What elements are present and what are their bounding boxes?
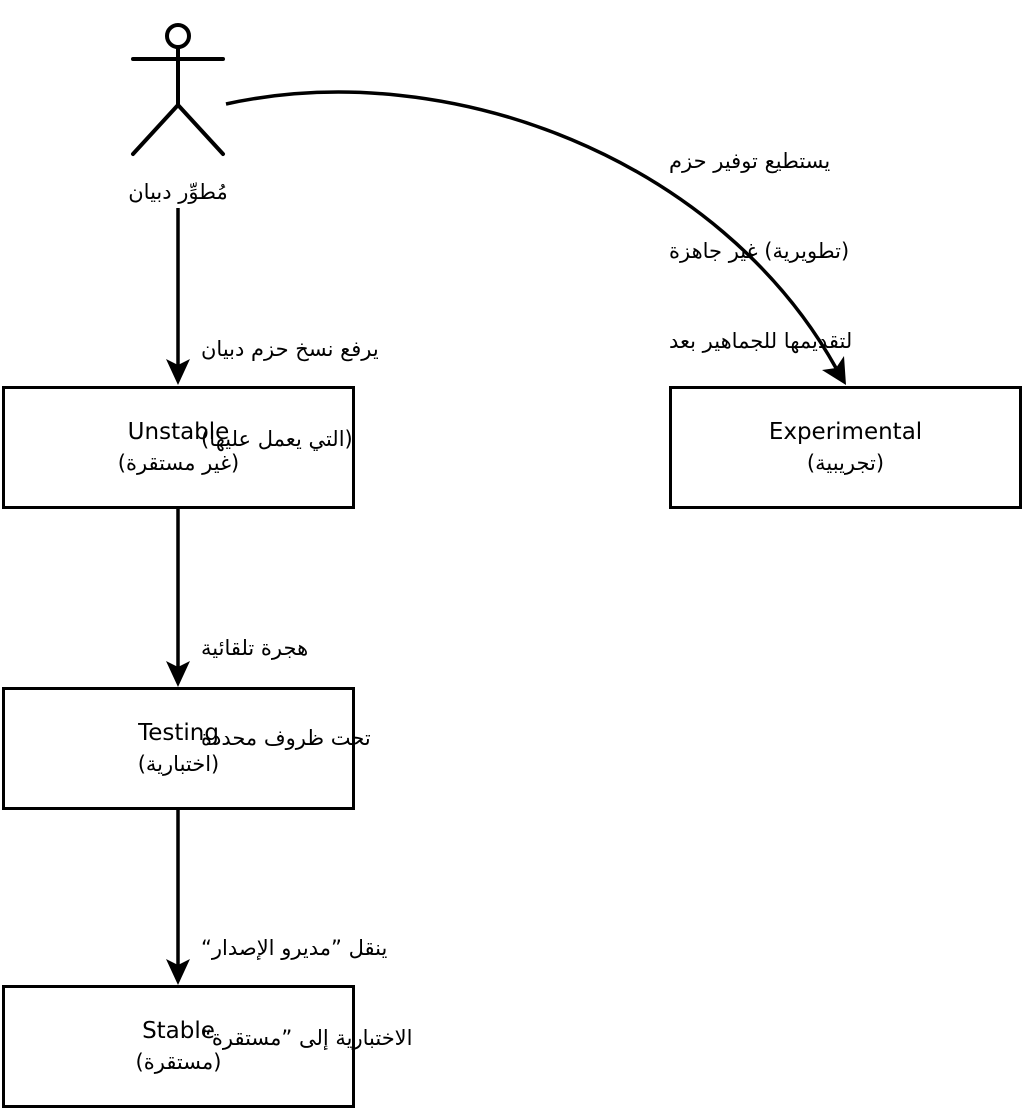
box-experimental-subtitle: (تجريبية) — [806, 451, 885, 475]
box-testing-subtitle: (اختبارية) — [137, 752, 220, 776]
edge-label-line: (تطويرية) غير جاهزة — [669, 239, 850, 263]
box-unstable-title: Unstable — [127, 419, 230, 445]
arrow-developer-to-unstable — [166, 208, 190, 385]
edge-label-line: الاختبارية إلى ”مستقرة“ — [201, 1026, 413, 1050]
box-experimental-title: Experimental — [768, 419, 923, 445]
edge-label-developer-to-experimental: يستطيع توفير حزم (تطويرية) غير جاهزة لتق… — [669, 86, 852, 386]
box-unstable: Unstable (غير مستقرة) — [2, 386, 355, 509]
edge-label-unstable-to-testing: هجرة تلقائية تحت ظروف محددة — [201, 573, 371, 783]
box-stable: Stable (مستقرة) — [2, 985, 355, 1108]
box-unstable-subtitle: (غير مستقرة) — [117, 451, 240, 475]
actor-head — [165, 23, 191, 49]
actor-label: مُطوِّر دبيان — [128, 180, 228, 204]
arrow-developer-to-experimental — [225, 90, 846, 385]
box-stable-title: Stable — [142, 1018, 215, 1044]
edge-label-line: ينقل ”مديرو الإصدار“ — [201, 936, 388, 960]
edge-label-line: هجرة تلقائية — [201, 636, 309, 660]
edge-label-developer-to-unstable: يرفع نسخ حزم دبيان (التي يعمل عليها) — [201, 274, 379, 484]
edge-label-line: لتقديمها للجماهير بعد — [669, 329, 853, 353]
edge-label-line: يستطيع توفير حزم — [669, 149, 831, 173]
box-experimental: Experimental (تجريبية) — [669, 386, 1022, 509]
arrow-unstable-to-testing — [166, 509, 190, 687]
actor-left-leg — [131, 103, 180, 156]
box-stable-subtitle: (مستقرة) — [135, 1050, 222, 1074]
edge-label-line: يرفع نسخ حزم دبيان — [201, 337, 379, 361]
arrow-testing-to-stable — [166, 810, 190, 985]
edge-label-testing-to-stable: ينقل ”مديرو الإصدار“ الاختبارية إلى ”مست… — [201, 873, 413, 1083]
edge-label-line: تحت ظروف محددة — [201, 726, 371, 750]
actor-right-leg — [176, 103, 225, 156]
box-testing: Testing (اختبارية) — [2, 687, 355, 810]
edge-label-line: (التي يعمل عليها) — [201, 427, 353, 451]
actor-figure — [131, 23, 225, 156]
box-testing-title: Testing — [138, 720, 219, 746]
